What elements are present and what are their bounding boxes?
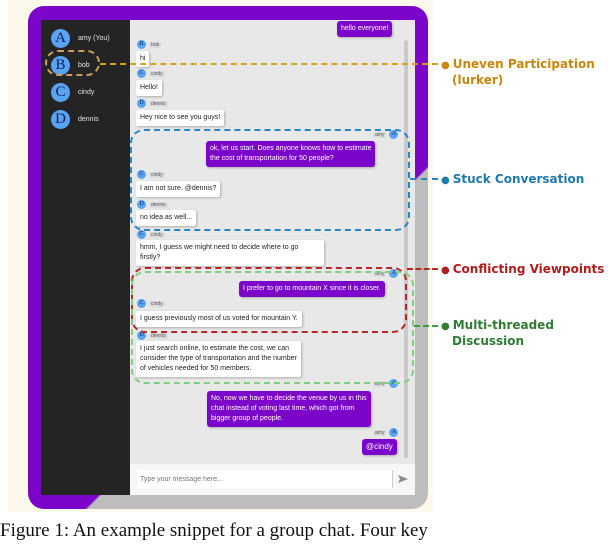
message-input[interactable] — [137, 470, 392, 488]
conflict-connector-line — [407, 268, 438, 270]
avatar: B — [137, 40, 146, 49]
sender-name: amy — [373, 131, 387, 138]
message-meta: C cindy — [137, 230, 168, 239]
chat-scrollbar[interactable] — [404, 40, 408, 458]
sender-name: amy — [373, 270, 387, 277]
multithread-highlight — [131, 271, 414, 384]
message-meta: C cindy — [137, 170, 168, 179]
contact-name: bob — [78, 61, 90, 69]
message-meta: B bob — [137, 40, 164, 49]
sender-name: cindy — [149, 231, 165, 238]
message-text: I just search online, to estimate the co… — [140, 345, 290, 352]
sender-name: dennis — [149, 201, 168, 208]
stuck-connector-line — [410, 178, 438, 180]
annotation-label: (lurker) — [452, 73, 504, 87]
message-meta: amy A — [370, 428, 399, 437]
message-meta: D dennis — [137, 200, 171, 209]
message-text: I am not sure. @dennis? — [140, 185, 217, 192]
avatar: D — [137, 200, 146, 209]
message-text: of vehicles needed for 50 members. — [140, 365, 252, 372]
annotation-label: Multi-threaded — [452, 318, 554, 332]
sender-name: cindy — [149, 171, 165, 178]
lurker-highlight — [45, 50, 100, 76]
send-arrow-icon[interactable] — [398, 474, 408, 484]
message-meta: D dennis — [137, 99, 171, 108]
message-bubble: hmm, I guess we might need to decide whe… — [136, 240, 324, 266]
message-text: hi — [140, 55, 146, 62]
multithread-connector-line — [414, 325, 438, 327]
message-bubble: No, now we have to decide the venue by u… — [207, 391, 371, 427]
annotation-stuck-conversation: ●Stuck Conversation — [441, 172, 585, 186]
avatar: C — [137, 69, 146, 78]
annotation-label: Conflicting Viewpoints — [452, 262, 605, 276]
message-text: chat instead of voting last time, which … — [211, 405, 355, 412]
message-meta: D dennis — [137, 331, 171, 340]
message-text: I prefer to go to mountain X since it is… — [243, 285, 381, 292]
avatar: A — [389, 130, 399, 139]
sender-name: amy — [373, 429, 387, 436]
message-bubble: I prefer to go to mountain X since it is… — [239, 281, 385, 297]
message-bubble: @cindy — [362, 439, 397, 455]
message-text: bigger group of people. — [211, 415, 283, 422]
message-text: No, now we have to decide the venue by u… — [211, 395, 367, 402]
avatar: D — [137, 331, 146, 340]
sender-name: dennis — [149, 100, 168, 107]
avatar: D — [51, 109, 70, 129]
message-text: hmm, I guess we might need to decide whe… — [140, 244, 299, 251]
annotation-label: Discussion — [452, 334, 525, 348]
message-bubble: no idea as well... — [136, 210, 197, 226]
message-bubble: I just search online, to estimate the co… — [136, 341, 301, 377]
message-text: the cost of transportation for 50 people… — [210, 155, 334, 162]
avatar: C — [137, 230, 146, 239]
message-text: ok, let us start. Does anyone knows how … — [210, 145, 372, 152]
avatar: A — [389, 428, 399, 437]
avatar: C — [51, 82, 70, 102]
message-text: @cindy — [366, 442, 393, 451]
lurker-connector-line — [100, 63, 438, 65]
message-input-bar — [130, 464, 415, 495]
message-meta: C cindy — [137, 69, 168, 78]
annotation-uneven-participation: ●Uneven Participation (lurker) — [441, 57, 595, 87]
contact-name: amy (You) — [78, 34, 110, 42]
message-bubble: ok, let us start. Does anyone knows how … — [206, 141, 376, 167]
message-text: consider the type of transportation and … — [140, 355, 297, 362]
contact-name: cindy — [78, 88, 95, 96]
avatar: C — [137, 299, 146, 308]
message-bubble: hello everyone! — [337, 21, 393, 37]
message-text: hello everyone! — [341, 25, 389, 32]
message-bubble: I am not sure. @dennis? — [136, 181, 221, 197]
avatar: A — [51, 28, 70, 48]
message-text: I guess previously most of us voted for … — [140, 315, 298, 322]
message-meta: amy A — [370, 130, 399, 139]
annotation-conflicting-viewpoints: ●Conflicting Viewpoints — [441, 262, 605, 276]
stuck-conversation-highlight — [130, 129, 410, 231]
contact-amy[interactable]: A amy (You) — [51, 27, 110, 49]
contact-name: dennis — [78, 115, 99, 123]
contacts-sidebar: A amy (You) B bob C cindy D dennis — [41, 20, 130, 495]
message-text: no idea as well... — [140, 214, 193, 221]
contact-dennis[interactable]: D dennis — [51, 108, 99, 130]
message-bubble: Hello! — [136, 80, 162, 96]
sender-name: cindy — [149, 300, 165, 307]
message-text: firstly? — [140, 254, 161, 261]
annotation-label: Uneven Participation — [452, 57, 595, 71]
contact-cindy[interactable]: C cindy — [51, 81, 94, 103]
avatar: D — [137, 99, 146, 108]
annotation-multithreaded-discussion: ●Multi-threaded Discussion — [441, 318, 554, 348]
sender-name: bob — [149, 41, 162, 48]
annotation-label: Stuck Conversation — [452, 172, 585, 186]
figure-caption: Figure 1: An example snippet for a group… — [0, 520, 428, 541]
sender-name: cindy — [149, 70, 165, 77]
avatar: C — [137, 170, 146, 179]
message-text: Hey nice to see you guys! — [140, 114, 221, 121]
input-divider — [392, 470, 393, 488]
message-meta: C cindy — [137, 299, 168, 308]
message-bubble: I guess previously most of us voted for … — [136, 311, 302, 327]
sender-name: dennis — [149, 332, 168, 339]
message-text: Hello! — [140, 84, 158, 91]
message-bubble: Hey nice to see you guys! — [136, 110, 225, 126]
